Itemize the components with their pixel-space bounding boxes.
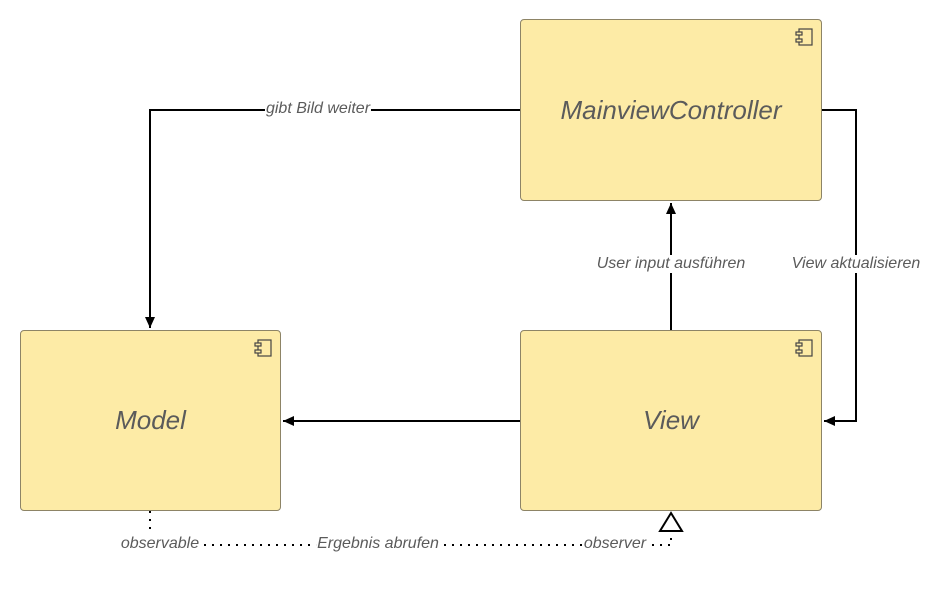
node-model[interactable]: Model: [20, 330, 281, 511]
edge-model-observer[interactable]: [149, 511, 672, 546]
uml-component-icon: [795, 28, 813, 46]
node-title: Model: [115, 405, 186, 435]
edge-label-user-input: User input ausführen: [595, 255, 747, 273]
edge-label-view-aktualisieren: View aktualisieren: [790, 255, 922, 273]
edge-controller-to-model[interactable]: [145, 109, 520, 328]
edge-label-observer: observer: [582, 535, 648, 553]
uml-component-icon: [254, 339, 272, 357]
uml-component-icon: [795, 339, 813, 357]
node-title: MainviewController: [560, 94, 782, 125]
edge-label-observable: observable: [119, 535, 201, 553]
node-mainview-controller[interactable]: MainviewController: [520, 19, 822, 201]
edge-label-ergebnis-abrufen: Ergebnis abrufen: [316, 535, 440, 553]
node-title: View: [643, 405, 699, 435]
observer-triangle-head: [658, 511, 684, 532]
node-view[interactable]: View: [520, 330, 822, 511]
edge-label-gibt-bild-weiter: gibt Bild weiter: [264, 100, 372, 118]
